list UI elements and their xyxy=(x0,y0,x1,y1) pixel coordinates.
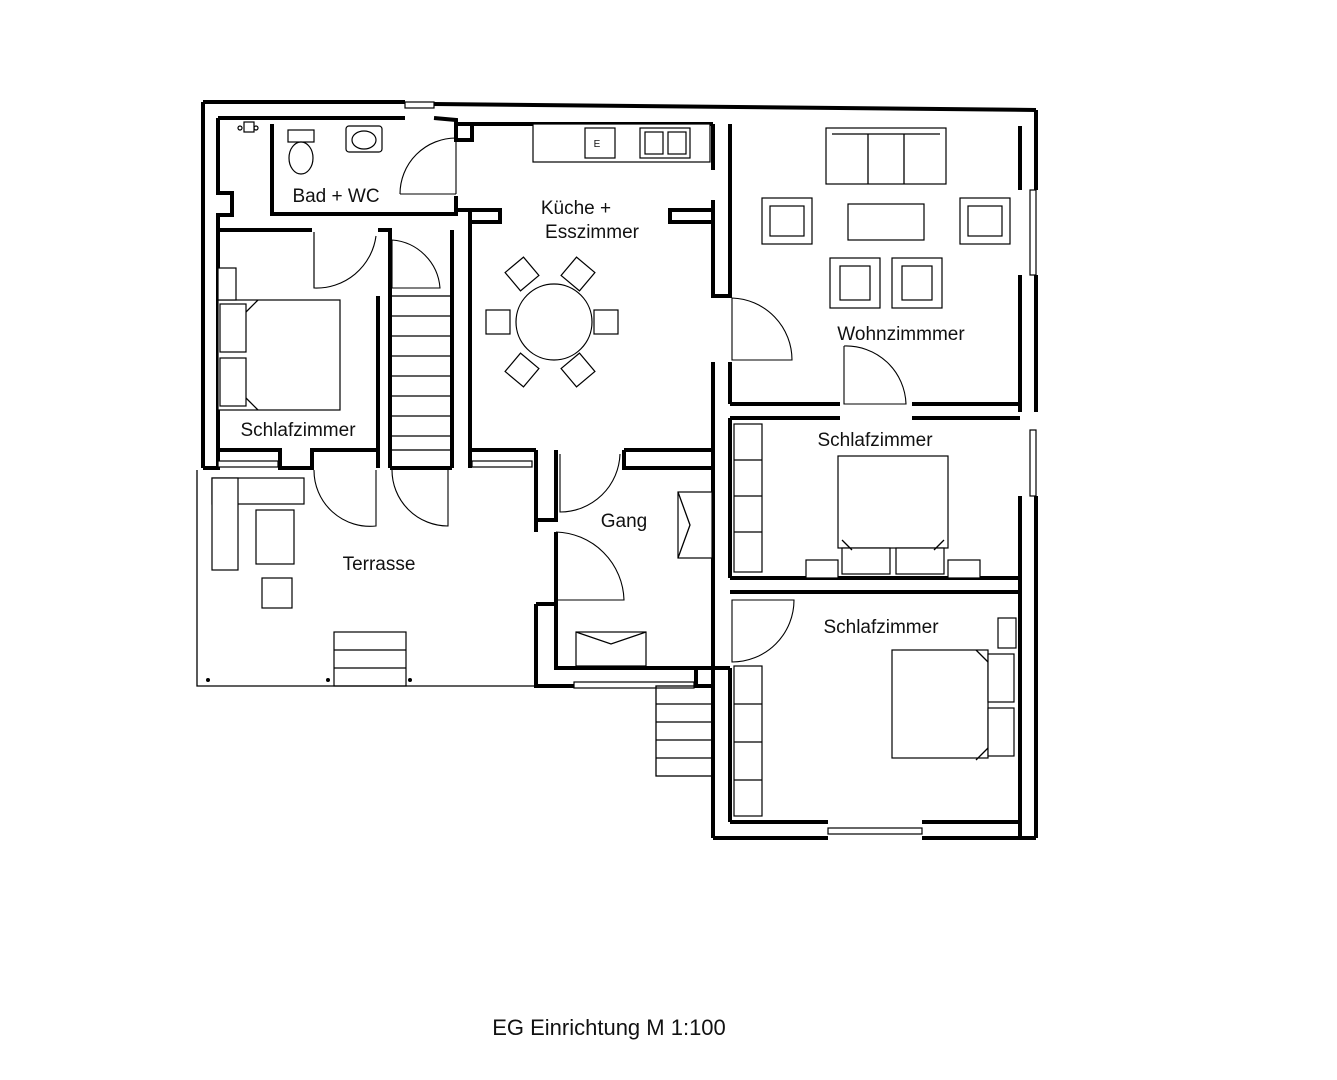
living-room-furniture xyxy=(761,127,1011,309)
label-kueche-line2: Esszimmer xyxy=(545,222,640,243)
label-bad-wc: Bad + WC xyxy=(292,186,379,207)
terrace xyxy=(196,470,536,687)
room-labels: Bad + WC Küche + Esszimmer Wohnzimmmer S… xyxy=(240,186,965,638)
label-terrasse: Terrasse xyxy=(343,554,416,575)
label-schlafzimmer-south: Schlafzimmer xyxy=(823,617,939,638)
label-schlafzimmer-west: Schlafzimmer xyxy=(240,420,356,441)
label-wohnzimmer: Wohnzimmmer xyxy=(837,324,965,345)
bathroom-fixtures xyxy=(237,121,383,175)
label-schlafzimmer-mid: Schlafzimmer xyxy=(817,430,933,451)
stairs xyxy=(333,295,714,777)
bedroom-furniture xyxy=(217,267,1017,817)
doors xyxy=(313,137,907,663)
plan-caption: EG Einrichtung M 1:100 xyxy=(492,1015,726,1040)
windows xyxy=(217,101,1037,835)
stove-label: E xyxy=(594,139,601,150)
label-gang: Gang xyxy=(601,511,647,532)
kitchen-furniture: E xyxy=(485,123,711,388)
label-kueche-line1: Küche + xyxy=(541,198,611,219)
